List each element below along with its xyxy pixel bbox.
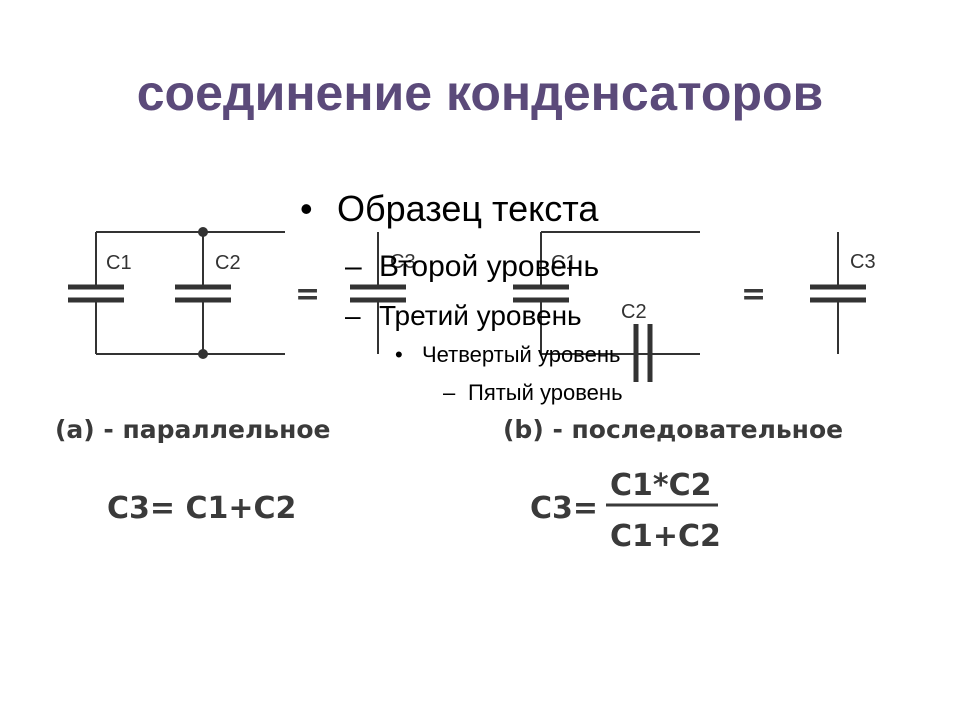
junction-dot-top <box>198 227 208 237</box>
bullet-level-5: –Пятый уровень <box>443 380 623 406</box>
caption-series: (b) - последовательное <box>503 415 843 444</box>
bullet-text: Четвертый уровень <box>422 342 621 367</box>
label-c2-series: C2 <box>621 301 647 323</box>
bullet-dot-icon: • <box>300 188 313 229</box>
label-c3-parallel: C3 <box>390 251 416 273</box>
dash-icon: – <box>345 300 361 331</box>
junction-dot-bottom <box>198 349 208 359</box>
bullet-level-1: • Образец текста <box>300 188 598 230</box>
bullet-level-3: –Третий уровень <box>345 300 582 332</box>
label-c1-series: C1 <box>551 252 577 274</box>
label-c2-parallel: C2 <box>215 252 241 274</box>
bullet-text: Образец текста <box>337 188 599 229</box>
equals-sign-parallel: = <box>295 277 320 312</box>
slide-title: соединение конденсаторов <box>136 65 824 121</box>
bullet-dot-icon: • <box>395 342 403 367</box>
formula-series-lhs: C3= <box>530 491 598 526</box>
dash-icon: – <box>443 380 456 405</box>
label-c1-parallel: C1 <box>106 252 132 274</box>
label-c3-series: C3 <box>850 251 876 273</box>
bullet-level-4: • Четвертый уровень <box>395 342 620 368</box>
equals-sign-series: = <box>741 277 766 312</box>
caption-parallel: (a) - параллельное <box>55 415 331 444</box>
formula-series-denominator: C1+C2 <box>610 519 721 554</box>
series-circuit <box>513 231 866 382</box>
parallel-circuit <box>68 227 406 359</box>
bullet-text: Пятый уровень <box>468 380 623 405</box>
formula-series-numerator: C1*C2 <box>610 468 711 503</box>
bullet-level-2: –Второй уровень <box>345 250 599 284</box>
bullet-text: Второй уровень <box>379 250 600 283</box>
formula-parallel: C3= C1+C2 <box>107 491 296 526</box>
dash-icon: – <box>345 250 362 283</box>
bullet-text: Третий уровень <box>379 300 582 331</box>
